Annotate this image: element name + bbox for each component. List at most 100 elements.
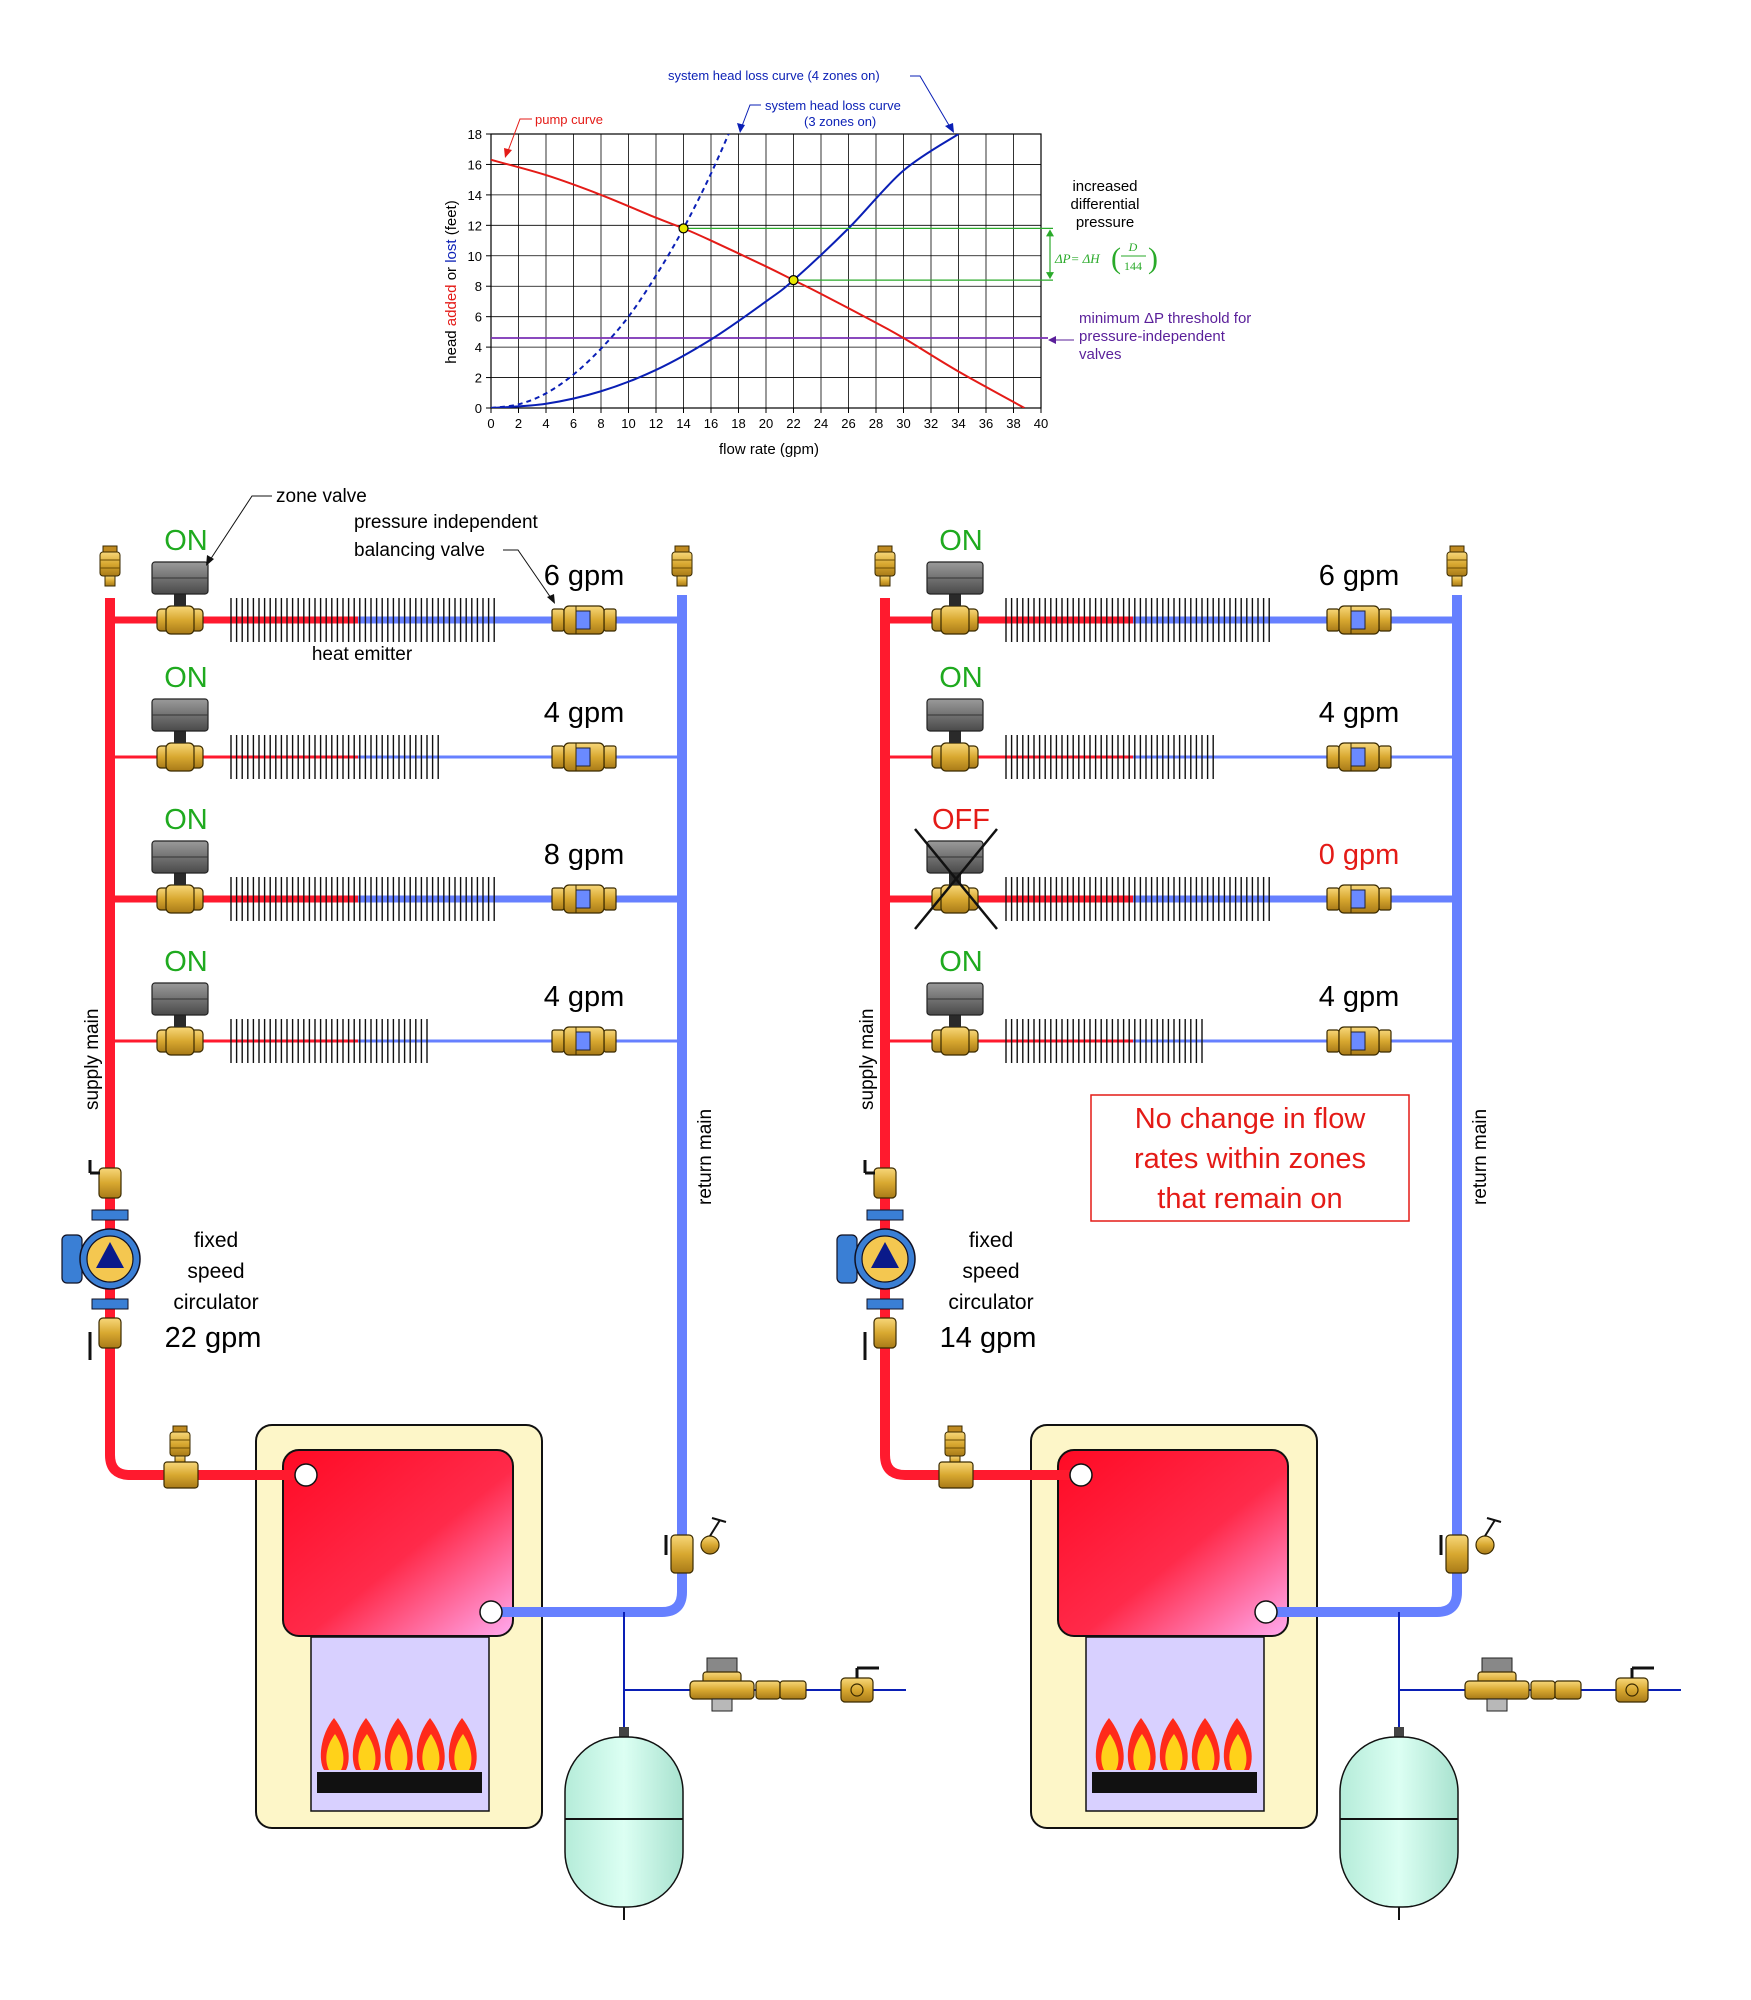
- flame: [384, 1718, 413, 1770]
- left-supply-port: [294, 1463, 318, 1487]
- balancing-valve-icon: [551, 742, 617, 772]
- left-circulator-label-2: speed: [187, 1260, 244, 1283]
- x-tick-label: 34: [951, 416, 965, 431]
- zone-valve-icon: [931, 593, 979, 635]
- x-tick-label: 20: [759, 416, 773, 431]
- x-tick-label: 16: [704, 416, 718, 431]
- dp-arrow-up: [1046, 229, 1054, 237]
- air-vent-icon: [671, 545, 693, 587]
- heat-emitter-fins: [1005, 877, 1270, 921]
- zone-flow-label: 0 gpm: [1319, 839, 1400, 871]
- x-tick-label: 8: [597, 416, 604, 431]
- right-circulator-assembly: [836, 1160, 916, 1360]
- system-3-leader: [741, 104, 761, 127]
- zone-status-label: ON: [939, 662, 983, 694]
- chart-series-group: [491, 134, 1025, 408]
- zone-status-label: ON: [164, 804, 208, 836]
- x-tick-label: 4: [542, 416, 549, 431]
- no-change-note-line2: rates within zones: [1134, 1143, 1366, 1175]
- y-tick-label: 6: [475, 310, 482, 325]
- zone-flow-label: 6 gpm: [1319, 560, 1400, 592]
- zone-valve-callout-leader: [209, 495, 272, 561]
- balancing-valve-icon: [1326, 1026, 1392, 1056]
- piv-callout-leader: [503, 549, 552, 599]
- balancing-valve-icon: [1326, 742, 1392, 772]
- y-tick-label: 16: [468, 157, 482, 172]
- x-tick-label: 2: [515, 416, 522, 431]
- system-4-annotation: system head loss curve (4 zones on): [668, 68, 880, 83]
- left-circulator-assembly: [61, 1160, 141, 1360]
- increased-dp-line2: differential: [1071, 196, 1140, 213]
- pressure-reducing-valve-icon: [689, 1657, 807, 1712]
- operating-point: [678, 223, 689, 234]
- x-tick-label: 32: [924, 416, 938, 431]
- zone-valve-icon: [931, 730, 979, 772]
- dp-arrow-down: [1046, 272, 1054, 280]
- piv-callout-line1: pressure independent: [354, 512, 539, 533]
- flame: [416, 1718, 445, 1770]
- left-circulator-flow: 22 gpm: [165, 1322, 262, 1354]
- svg-text:ΔP= ΔH: ΔP= ΔH: [1054, 251, 1100, 266]
- svg-text:D: D: [1128, 240, 1138, 254]
- delta-p-equation: ΔP= ΔH ( D 144 ): [1054, 240, 1158, 275]
- zone-valve-icon: [156, 593, 204, 635]
- air-vent-icon: [99, 545, 121, 587]
- system-4-leader: [910, 75, 951, 128]
- system-3-arrowhead: [737, 123, 745, 133]
- y-axis-label: head added or lost (feet): [443, 200, 460, 363]
- heat-emitter-fins: [230, 735, 439, 779]
- y-tick-label: 0: [475, 401, 482, 416]
- left-supply-main-pipe: [105, 598, 305, 1480]
- x-tick-label: 38: [1006, 416, 1020, 431]
- zone-valve-icon: [931, 1014, 979, 1056]
- off-cross-line: [914, 828, 998, 930]
- series-line-0: [491, 158, 1025, 408]
- balancing-valve-icon: [1326, 605, 1392, 635]
- left-supply-fitting: [163, 1461, 199, 1489]
- x-tick-label: 18: [731, 416, 745, 431]
- circulator-icon: [79, 1228, 141, 1290]
- right-purge-valve: [1439, 1517, 1502, 1574]
- right-return-main-pipe: [1267, 595, 1462, 1617]
- system-3-annotation-line1: system head loss curve: [765, 98, 901, 113]
- zone-valve-actuator: [151, 698, 209, 732]
- heat-emitter-fins: [1005, 598, 1270, 642]
- system-4-arrowhead: [945, 123, 954, 133]
- left-circulator-label-3: circulator: [173, 1291, 258, 1314]
- right-supply-main-label: supply main: [857, 1009, 878, 1110]
- zone-status-label: ON: [939, 946, 983, 978]
- expansion-tank-icon: [564, 1727, 684, 1920]
- y-tick-label: 4: [475, 340, 482, 355]
- no-change-note-line3: that remain on: [1157, 1183, 1342, 1215]
- left-circulator-label-1: fixed: [194, 1229, 238, 1252]
- burner-flame-icon: [1095, 1718, 1252, 1770]
- right-burner: [1092, 1772, 1257, 1793]
- heat-emitter-fins: [230, 598, 495, 642]
- y-tick-label: 12: [468, 218, 482, 233]
- flame: [1223, 1718, 1252, 1770]
- zone-status-label: ON: [939, 525, 983, 557]
- y-tick-label: 8: [475, 279, 482, 294]
- x-tick-label: 30: [896, 416, 910, 431]
- svg-text:): ): [1148, 242, 1158, 275]
- svg-text:144: 144: [1124, 259, 1142, 273]
- x-tick-label: 6: [570, 416, 577, 431]
- pump-curve-arrowhead: [504, 148, 512, 158]
- zone-valve-actuator: [151, 840, 209, 874]
- zone-valve-callout-arrowhead: [206, 555, 214, 566]
- zone-valve-icon: [156, 872, 204, 914]
- zone-flow-label: 4 gpm: [544, 697, 625, 729]
- piv-callout-line2: balancing valve: [354, 540, 485, 561]
- no-change-note-box: [1090, 1094, 1410, 1222]
- x-tick-label: 22: [786, 416, 800, 431]
- flame: [1191, 1718, 1220, 1770]
- zone-status-label: ON: [164, 662, 208, 694]
- right-circulator-label-2: speed: [962, 1260, 1019, 1283]
- zone-flow-label: 4 gpm: [1319, 981, 1400, 1013]
- flame: [448, 1718, 477, 1770]
- flame: [352, 1718, 381, 1770]
